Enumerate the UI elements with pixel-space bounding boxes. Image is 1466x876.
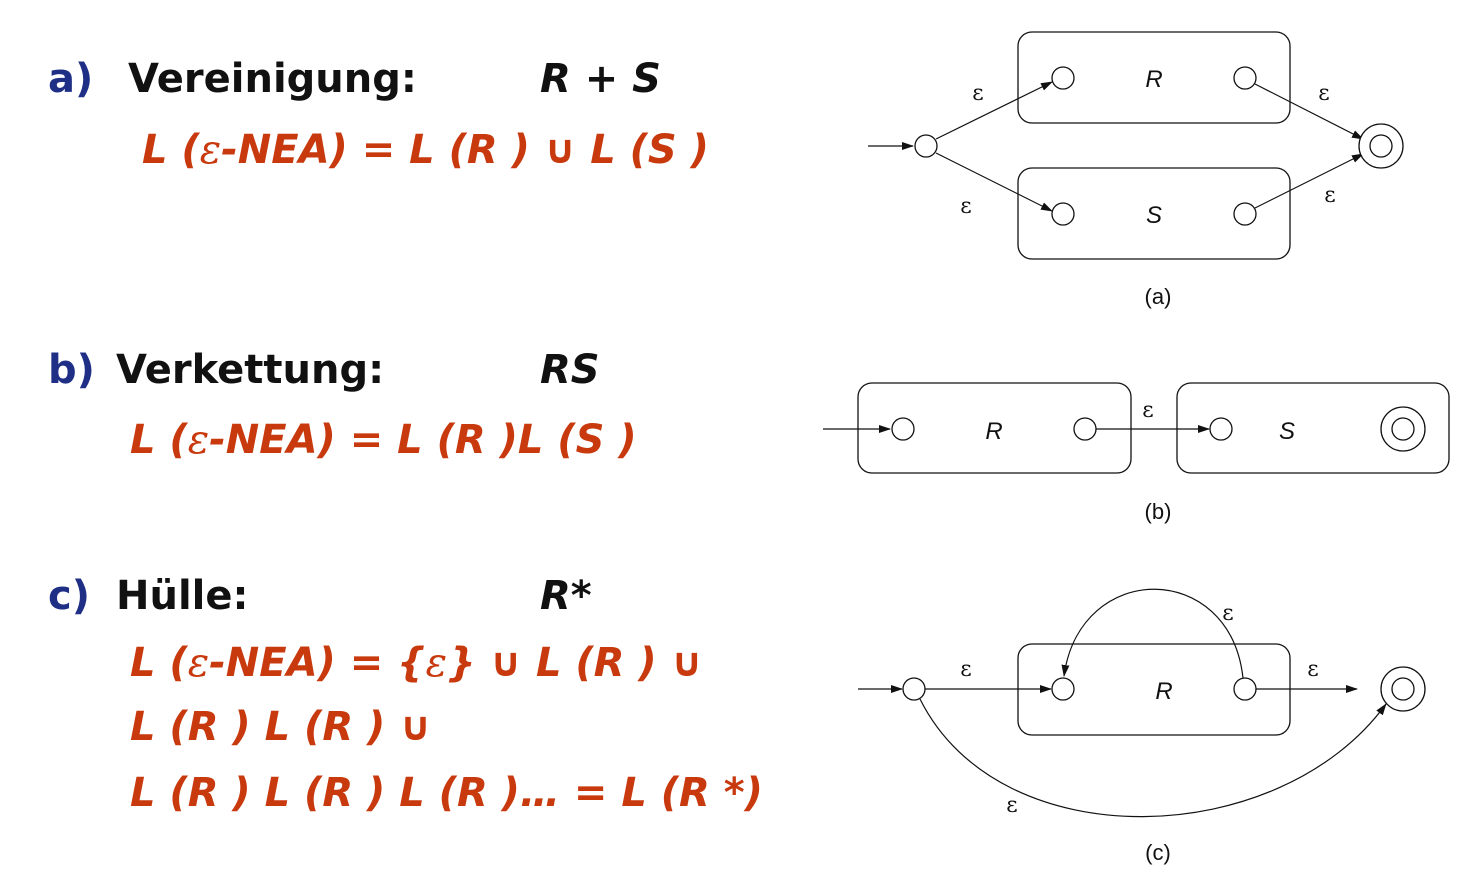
formula-text: L (R ) L (R ) L (R )… = L (R *) (130, 770, 763, 816)
epsilon-edge (935, 81, 1053, 140)
state (1233, 66, 1257, 90)
start-state (891, 417, 915, 441)
heading-closure: Hülle: (116, 573, 249, 619)
state (1073, 417, 1097, 441)
epsilon-label: ε (972, 81, 983, 106)
state (1233, 677, 1257, 701)
epsilon-label: ε (1318, 81, 1329, 106)
label-r: R (1145, 66, 1162, 93)
caption-a: (a) (1145, 284, 1172, 309)
formula-union: L (ε-NEA) = L (R ) ∪ L (S ) (142, 127, 709, 173)
marker-a: a) (48, 56, 94, 102)
epsilon-label: ε (960, 657, 971, 682)
state (1051, 677, 1075, 701)
epsilon-label: ε (1006, 793, 1017, 818)
formula-text: -NEA) = L (R ) (221, 127, 530, 173)
label-r: R (985, 418, 1002, 445)
box-r (1017, 31, 1291, 124)
caption-c: (c) (1145, 840, 1171, 865)
state (1051, 202, 1075, 226)
diagram-concatenation: R S ε (b) (823, 382, 1450, 524)
union-symbol: ∪ (529, 127, 591, 173)
heading-union: Vereinigung: (128, 56, 417, 102)
state (1051, 66, 1075, 90)
caption-b: (b) (1145, 499, 1172, 524)
epsilon-symbol: ε (187, 417, 210, 463)
epsilon-label: ε (1307, 657, 1318, 682)
epsilon-symbol: ε (199, 127, 222, 173)
label-s: S (1279, 418, 1295, 445)
formula-text: L ( (130, 417, 188, 463)
expression-union: R + S (540, 56, 661, 102)
start-state (914, 134, 938, 158)
formula-text: L (R ) L (R ) (130, 704, 386, 750)
formula-text: L (S ) (590, 127, 709, 173)
epsilon-label: ε (960, 194, 971, 219)
state (1233, 202, 1257, 226)
formula-concatenation: L (ε-NEA) = L (R )L (S ) (130, 417, 637, 463)
epsilon-edge (935, 152, 1053, 212)
formula-text: -NEA) = { (209, 640, 426, 686)
start-state (902, 677, 926, 701)
accept-state-inner (1391, 677, 1415, 701)
epsilon-edge (1254, 153, 1364, 209)
epsilon-edge (1254, 83, 1364, 140)
marker-c: c) (48, 573, 90, 619)
heading-concatenation: Verkettung: (116, 347, 385, 393)
accept-state-inner (1391, 417, 1415, 441)
union-symbol: ∪ (656, 640, 704, 686)
epsilon-bypass-edge (919, 698, 1387, 818)
expression-closure: R* (540, 573, 592, 619)
label-r: R (1155, 678, 1172, 705)
union-symbol: ∪ (475, 640, 536, 686)
label-s: S (1146, 202, 1162, 229)
epsilon-label: ε (1324, 183, 1335, 208)
formula-closure-line-1: L (ε-NEA) = {ε} ∪ L (R ) ∪ (130, 640, 703, 686)
formula-text: -NEA) = L (R )L (S ) (209, 417, 637, 463)
epsilon-symbol: ε (187, 640, 210, 686)
formula-closure-line-2: L (R ) L (R ) ∪ (130, 704, 432, 750)
formula-text: L (R ) (535, 640, 657, 686)
accept-state-inner (1369, 134, 1393, 158)
epsilon-symbol: ε (425, 640, 448, 686)
epsilon-label: ε (1142, 398, 1153, 423)
box-r (857, 382, 1132, 474)
expression-concatenation: RS (540, 347, 600, 393)
epsilon-label: ε (1222, 601, 1233, 626)
formula-closure-line-3: L (R ) L (R ) L (R )… = L (R *) (130, 770, 763, 816)
state (1209, 417, 1233, 441)
formula-text: L ( (142, 127, 200, 173)
formula-text: L ( (130, 640, 188, 686)
box-s (1176, 382, 1450, 474)
epsilon-loop-edge (1061, 588, 1244, 679)
marker-b: b) (48, 347, 95, 393)
formula-text: } (447, 640, 476, 686)
diagram-union: R S ε ε ε ε (a) (868, 31, 1404, 309)
box-s (1017, 167, 1291, 260)
diagram-closure: R ε ε ε ε (c) (858, 588, 1426, 865)
union-symbol: ∪ (385, 704, 432, 750)
